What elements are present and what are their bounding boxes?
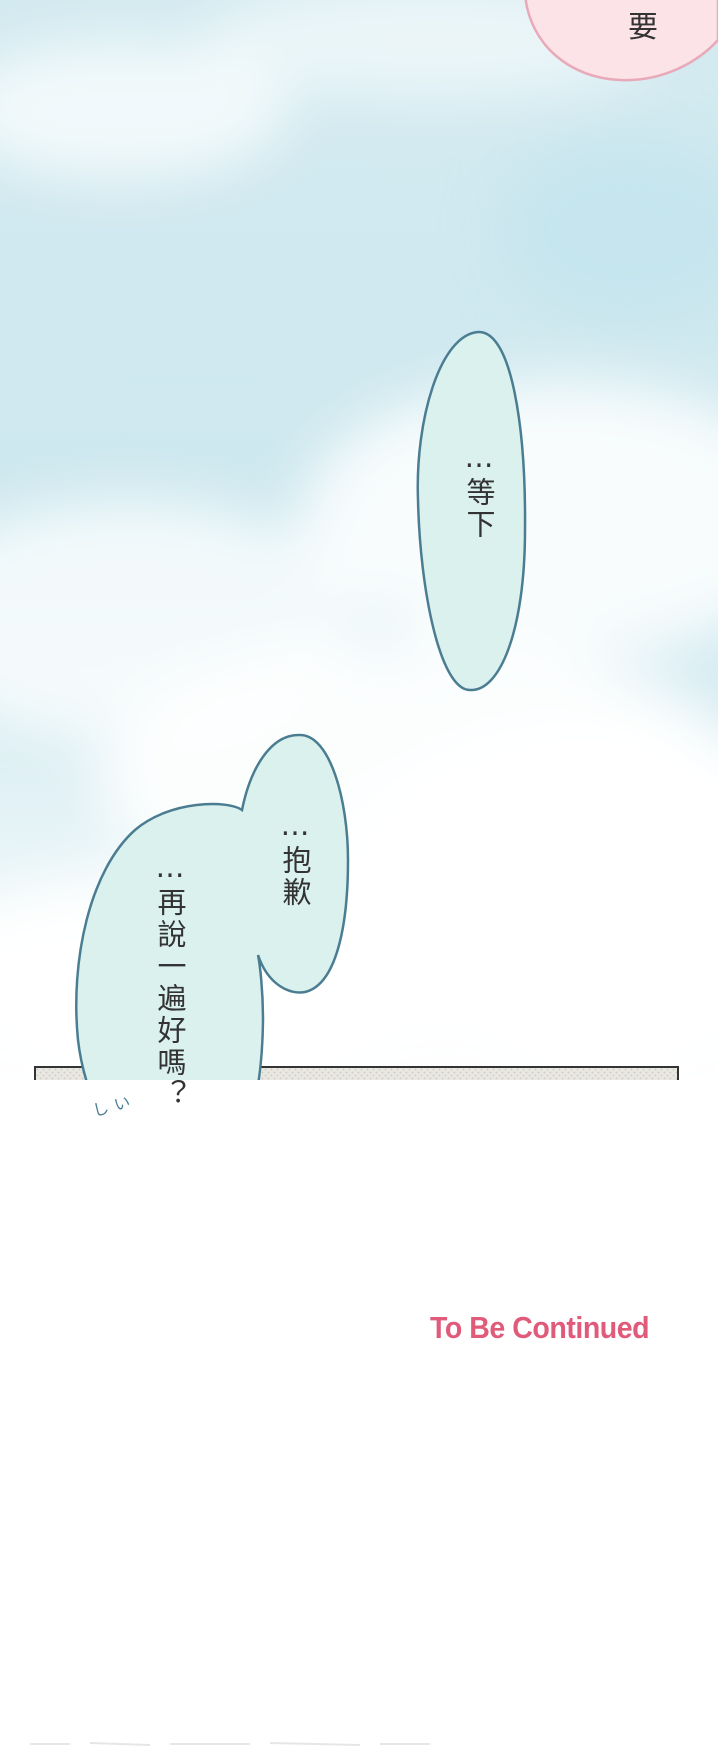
sfx-text: しい [90, 1090, 139, 1121]
bubble-sorry-text: …抱歉 [278, 808, 312, 909]
sky-background [0, 0, 718, 1080]
to-be-continued-label: To Be Continued [430, 1310, 650, 1345]
bubble-sorry-shape [75, 733, 350, 1080]
bubble-wait-text: …等下 [462, 440, 496, 541]
bubble-wait-shape [416, 330, 527, 692]
footer-faint-marks [30, 1742, 430, 1746]
top-bubble-text: 要 [628, 10, 658, 45]
top-pink-bubble [524, 0, 718, 82]
bubble-say-again-text: …再說一遍好嗎？ [153, 850, 187, 1111]
